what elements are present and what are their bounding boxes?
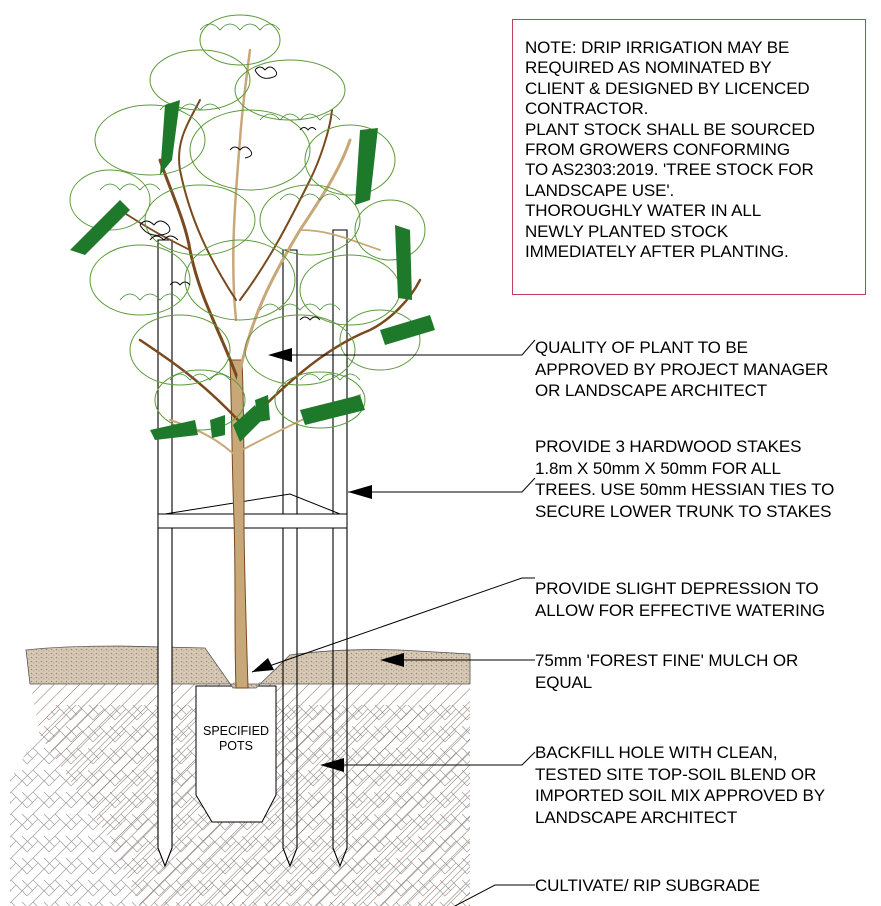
leader-backfill bbox=[322, 751, 536, 766]
mulch-layer bbox=[25, 645, 471, 689]
stake-left bbox=[157, 239, 173, 868]
note-line: PLANT STOCK SHALL BE SOURCED bbox=[525, 119, 815, 139]
callout-line: ALLOW FOR EFFECTIVE WATERING bbox=[535, 600, 825, 620]
note-line: REQUIRED AS NOMINATED BY bbox=[525, 58, 772, 78]
note-line: FROM GROWERS CONFORMING bbox=[525, 140, 790, 160]
note-line: NEWLY PLANTED STOCK bbox=[525, 221, 729, 241]
callout-line: SECURE LOWER TRUNK TO STAKES bbox=[535, 501, 832, 521]
callout-line: LANDSCAPE ARCHITECT bbox=[535, 807, 738, 827]
callout-line: PROVIDE 3 HARDWOOD STAKES bbox=[535, 437, 802, 456]
planting-note-box: NOTE: DRIP IRRIGATION MAY BE REQUIRED AS… bbox=[512, 19, 866, 295]
note-line: LANDSCAPE USE'. bbox=[525, 180, 675, 200]
callout-arrowheads bbox=[252, 348, 404, 772]
leader-stakes bbox=[348, 477, 536, 493]
leader-depression bbox=[251, 577, 535, 673]
callout-line: IMPORTED SOIL MIX APPROVED BY bbox=[535, 786, 825, 805]
callout-hardwood-stakes: PROVIDE 3 HARDWOOD STAKES 1.8m X 50mm X … bbox=[535, 436, 834, 522]
callout-plant-quality: QUALITY OF PLANT TO BE APPROVED BY PROJE… bbox=[535, 337, 828, 402]
pots-line: POTS bbox=[218, 739, 254, 753]
hessian-tie bbox=[157, 493, 348, 529]
pots-line: SPECIFIED bbox=[203, 724, 269, 738]
callout-line: BACKFILL HOLE WITH CLEAN, bbox=[535, 743, 778, 762]
callout-line: 75mm 'FOREST FINE' MULCH OR bbox=[535, 651, 799, 670]
note-line: CLIENT & DESIGNED BY LICENCED bbox=[525, 78, 810, 98]
note-line: CONTRACTOR. bbox=[525, 99, 649, 119]
callout-backfill: BACKFILL HOLE WITH CLEAN, TESTED SITE TO… bbox=[535, 742, 825, 828]
callout-line: OR LANDSCAPE ARCHITECT bbox=[535, 381, 768, 400]
callout-subgrade: CULTIVATE/ RIP SUBGRADE bbox=[535, 875, 760, 897]
planting-hole-pot bbox=[195, 685, 277, 823]
callout-line: PROVIDE SLIGHT DEPRESSION TO bbox=[535, 579, 819, 598]
tree-foliage-accents bbox=[70, 100, 435, 442]
tree-bark-scribbles bbox=[139, 66, 321, 321]
stake-center bbox=[282, 249, 298, 868]
callout-line: TESTED SITE TOP-SOIL BLEND OR bbox=[535, 764, 817, 784]
tree-canopy-detail bbox=[99, 23, 361, 381]
callout-line: APPROVED BY PROJECT MANAGER bbox=[535, 359, 829, 379]
specified-pots-label: SPECIFIED POTS bbox=[196, 724, 276, 754]
note-line: NOTE: DRIP IRRIGATION MAY BE bbox=[525, 38, 790, 57]
note-line: TO AS2303:2019. 'TREE STOCK FOR bbox=[525, 160, 814, 180]
callout-line: QUALITY OF PLANT TO BE bbox=[535, 338, 748, 357]
callout-leaders bbox=[251, 339, 536, 906]
tree-trunk bbox=[229, 359, 249, 689]
callout-line: EQUAL bbox=[535, 672, 593, 692]
callout-line: 1.8m X 50mm X 50mm FOR ALL bbox=[535, 458, 781, 478]
callout-line: CULTIVATE/ RIP SUBGRADE bbox=[535, 876, 761, 895]
leader-quality bbox=[272, 339, 536, 356]
leader-subgrade bbox=[454, 884, 535, 906]
stake-right bbox=[332, 229, 348, 868]
callout-mulch: 75mm 'FOREST FINE' MULCH OR EQUAL bbox=[535, 650, 798, 693]
callout-line: TREES. USE 50mm HESSIAN TIES TO bbox=[535, 480, 835, 499]
note-line: THOROUGHLY WATER IN ALL bbox=[525, 201, 762, 221]
note-line: IMMEDIATELY AFTER PLANTING. bbox=[525, 242, 789, 262]
callout-depression: PROVIDE SLIGHT DEPRESSION TO ALLOW FOR E… bbox=[535, 578, 825, 621]
